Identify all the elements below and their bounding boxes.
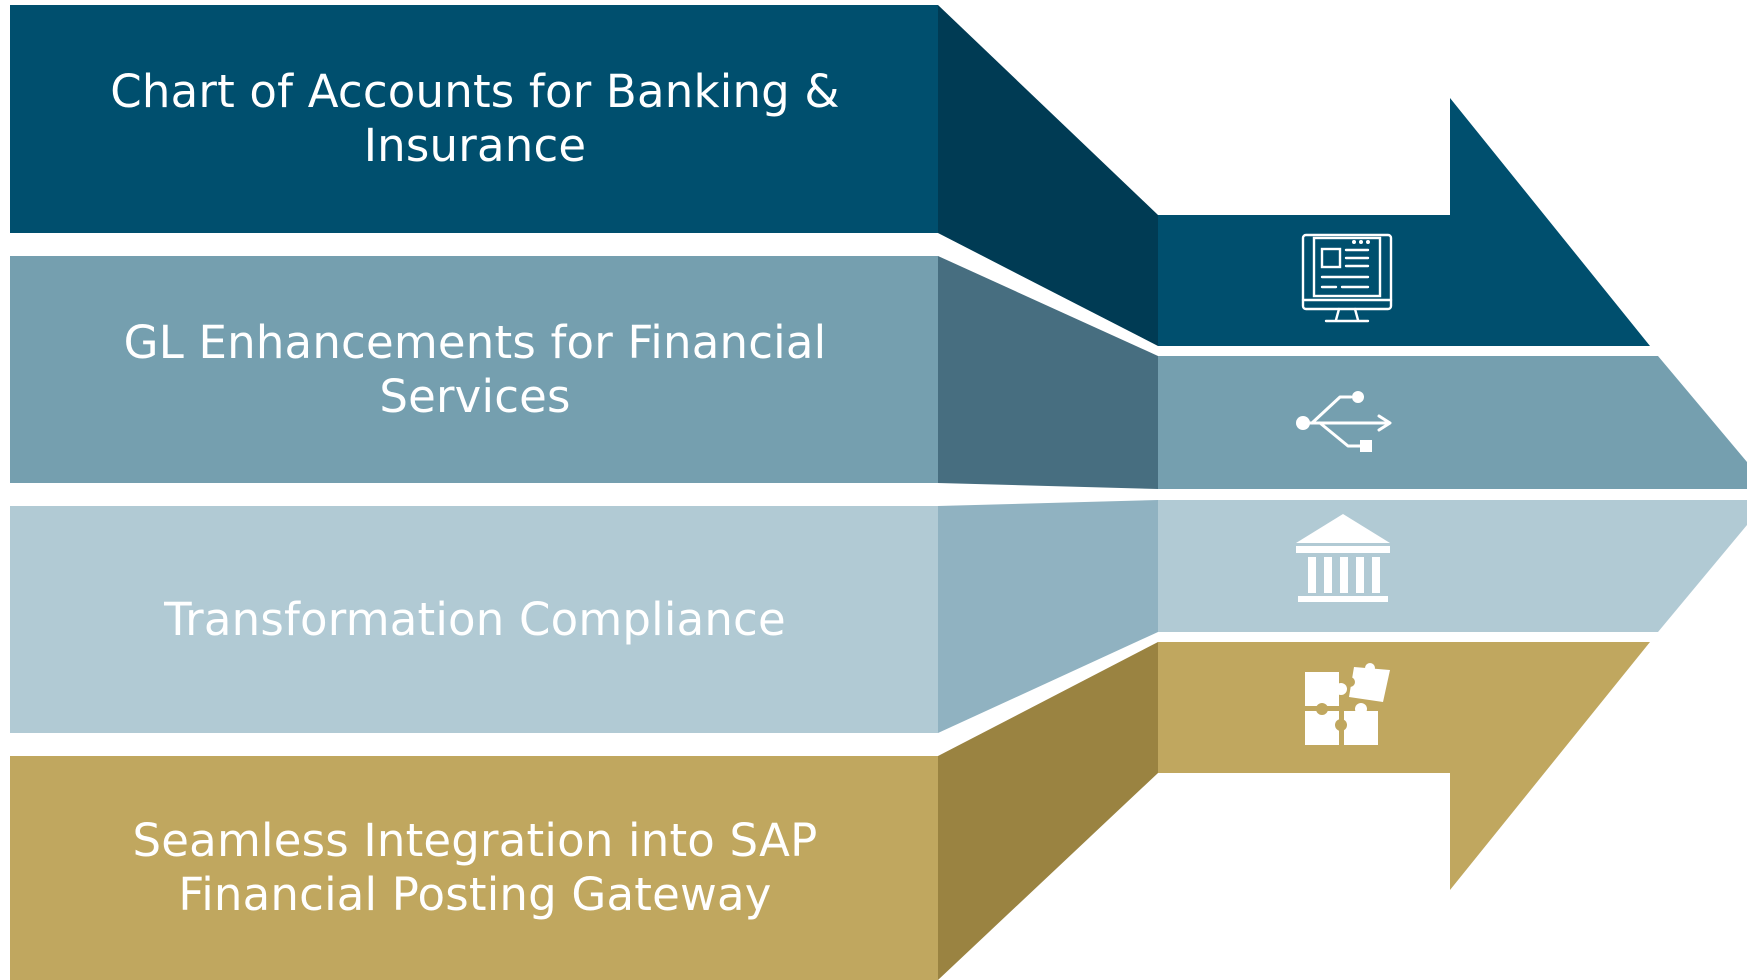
band-sap-integration [10,642,1650,980]
bank-building-icon [1296,514,1390,602]
usb-icon [1296,391,1392,452]
puzzle-pieces-icon [1305,663,1390,745]
monitor-document-icon [1301,233,1393,323]
band-rect-banking-insurance [10,5,938,233]
arrow-head-top [1158,98,1650,346]
band-rect-sap-integration [10,756,938,980]
band-label-sap-integration: Seamless Integration into SAP Financial … [132,814,818,921]
band-rect-gl-enhancements [10,256,938,483]
band-gl-enhancements [10,256,1747,489]
band-banking-insurance [10,5,1650,346]
band-transformation-compliance [10,500,1747,733]
band-fold-transformation-compliance [938,500,1158,733]
band-label-banking-insurance: Chart of Accounts for Banking & Insuranc… [110,65,840,172]
band-fold-banking-insurance [938,5,1158,346]
band-label-transformation-compliance: Transformation Compliance [164,592,786,646]
arrow-segment-3 [1158,500,1747,632]
band-fold-sap-integration [938,642,1158,980]
arrow-segment-2 [1158,356,1747,489]
arrow-head-bottom [1158,642,1650,890]
band-fold-gl-enhancements [938,256,1158,489]
band-rect-transformation-compliance [10,506,938,733]
band-label-gl-enhancements: GL Enhancements for Financial Services [123,315,827,423]
